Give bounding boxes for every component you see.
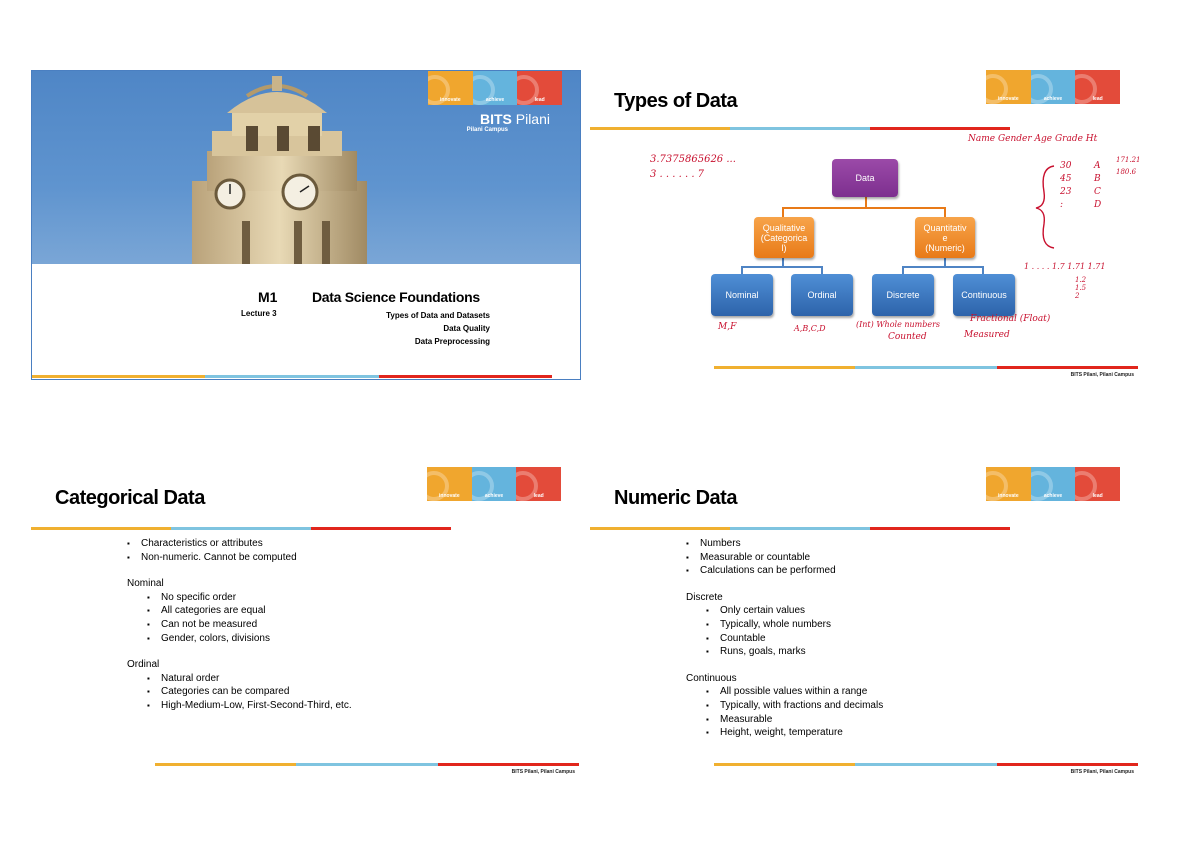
handwritten-continuous-note: Fractional (Float) bbox=[970, 314, 1051, 324]
footer-color-bar bbox=[714, 366, 1138, 369]
bullet-item: Only certain values bbox=[706, 604, 883, 618]
diagram-node-nominal: Nominal bbox=[711, 274, 773, 316]
handwritten-continuous-note: Measured bbox=[964, 330, 1010, 340]
diagram-node-ordinal: Ordinal bbox=[791, 274, 853, 316]
slide-categorical-data: innovate achieve lead Categorical Data C… bbox=[31, 467, 581, 777]
bits-pilani-brand: BITS Pilani bbox=[479, 111, 550, 127]
bullet-item: No specific order bbox=[147, 591, 352, 605]
bullet-item: Typically, whole numbers bbox=[706, 618, 883, 632]
bullet-item: All categories are equal bbox=[147, 604, 352, 618]
bullet-item: Calculations can be performed bbox=[686, 564, 883, 578]
slide-title: Numeric Data bbox=[614, 487, 737, 509]
slide-cover: innovate achieve lead BITS Pilani Pilani… bbox=[31, 70, 581, 380]
handwritten-nominal-note: M,F bbox=[718, 322, 737, 332]
slide-title: Categorical Data bbox=[55, 487, 205, 509]
bits-logo-banner: innovate achieve lead bbox=[427, 467, 562, 501]
bullet-item: Can not be measured bbox=[147, 618, 352, 632]
color-bar bbox=[32, 375, 552, 378]
clock-tower-illustration bbox=[192, 76, 367, 264]
bullet-item: Typically, with fractions and decimals bbox=[706, 699, 883, 713]
handwritten-ages: 30 45 23 : bbox=[1060, 161, 1072, 210]
bullet-item: Height, weight, temperature bbox=[706, 726, 883, 740]
slide-body: Numbers Measurable or countable Calculat… bbox=[686, 537, 883, 740]
bullet-item: Measurable or countable bbox=[686, 551, 883, 565]
footer-color-bar bbox=[155, 763, 579, 766]
course-title: Data Science Foundations bbox=[312, 289, 480, 305]
title-underline-bar bbox=[31, 527, 451, 530]
slide-types-of-data: innovate achieve lead Types of Data Data… bbox=[590, 70, 1141, 380]
title-underline-bar bbox=[590, 527, 1010, 530]
bullet-item: Categories can be compared bbox=[147, 685, 352, 699]
bullet-item: Non-numeric. Cannot be computed bbox=[127, 551, 352, 565]
slide-title: Types of Data bbox=[614, 90, 738, 112]
handwritten-heights: 171.21 180.6 bbox=[1116, 156, 1141, 176]
bits-logo-banner: innovate achieve lead bbox=[986, 70, 1121, 104]
lecture-number: Lecture 3 bbox=[241, 309, 277, 318]
cover-title-area bbox=[32, 264, 580, 379]
handwritten-scale: 1.2 1.5 2 bbox=[1075, 276, 1087, 300]
bits-logo-banner: innovate achieve lead bbox=[986, 467, 1121, 501]
footer-campus: BITS Pilani, Pilani Campus bbox=[1070, 372, 1134, 378]
bullet-item: Numbers bbox=[686, 537, 883, 551]
handwritten-scale: 1 . . . . 1.7 1.71 1.71 bbox=[1024, 262, 1106, 271]
section-heading: Nominal bbox=[127, 578, 164, 590]
module-number: M1 bbox=[258, 289, 278, 305]
handwritten-table-header: Name Gender Age Grade Ht bbox=[968, 134, 1098, 144]
footer-campus: BITS Pilani, Pilani Campus bbox=[1070, 769, 1134, 775]
topic-item: Types of Data and Datasets bbox=[386, 311, 490, 320]
bullet-item: All possible values within a range bbox=[706, 685, 883, 699]
handwritten-ordinal-note: A,B,C,D bbox=[794, 324, 826, 333]
handwritten-discrete-note: Counted bbox=[888, 332, 927, 342]
bits-logo-banner: innovate achieve lead bbox=[428, 71, 563, 105]
footer-campus: BITS Pilani, Pilani Campus bbox=[511, 769, 575, 775]
bullet-item: Measurable bbox=[706, 713, 883, 727]
handwritten-note: 3 . . . . . . 7 bbox=[650, 169, 705, 180]
bullet-item: Characteristics or attributes bbox=[127, 537, 352, 551]
topic-item: Data Preprocessing bbox=[414, 337, 490, 346]
diagram-node-discrete: Discrete bbox=[872, 274, 934, 316]
title-underline-bar bbox=[590, 127, 1010, 130]
bullet-item: Natural order bbox=[147, 672, 352, 686]
section-heading: Continuous bbox=[686, 672, 737, 684]
section-heading: Ordinal bbox=[127, 659, 160, 671]
bullet-item: Runs, goals, marks bbox=[706, 645, 883, 659]
bullet-item: Gender, colors, divisions bbox=[147, 632, 352, 646]
bullet-item: Countable bbox=[706, 632, 883, 646]
handwritten-brace bbox=[1035, 165, 1055, 249]
footer-color-bar bbox=[714, 763, 1138, 766]
campus-label: Pilani Campus bbox=[466, 127, 508, 133]
section-heading: Discrete bbox=[686, 591, 723, 603]
handwritten-grades: A B C D bbox=[1094, 161, 1102, 210]
diagram-node-data: Data bbox=[832, 159, 898, 197]
diagram-node-continuous: Continuous bbox=[953, 274, 1015, 316]
slide-body: Characteristics or attributes Non-numeri… bbox=[127, 537, 352, 713]
handwritten-discrete-note: (Int) Whole numbers bbox=[856, 320, 941, 329]
bullet-item: High-Medium-Low, First-Second-Third, etc… bbox=[147, 699, 352, 713]
handwritten-note: 3.7375865626 ... bbox=[650, 154, 736, 165]
lecture-topics: Types of Data and Datasets Data Quality … bbox=[386, 309, 490, 348]
topic-item: Data Quality bbox=[443, 324, 490, 333]
slide-numeric-data: innovate achieve lead Numeric Data Numbe… bbox=[590, 467, 1140, 777]
